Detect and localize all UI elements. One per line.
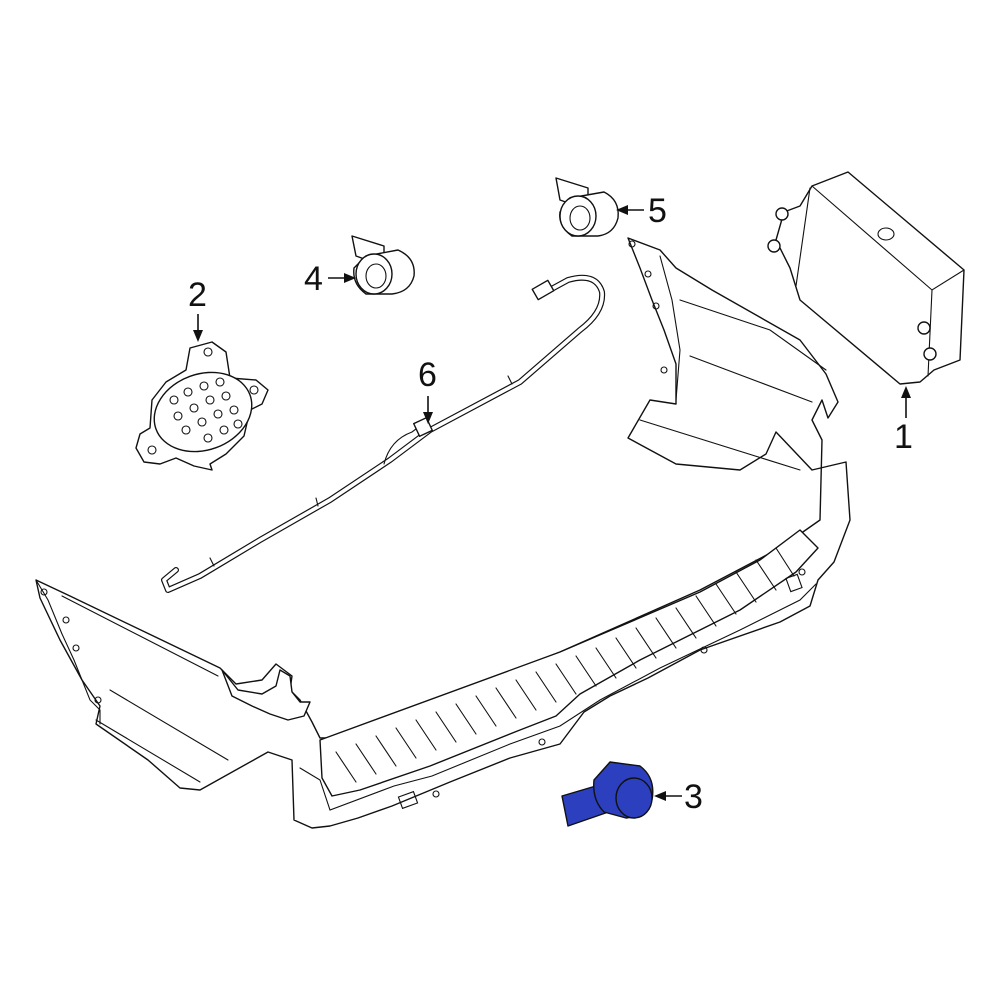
highlighted-parking-sensor (561, 761, 654, 827)
callout-5: 5 (616, 192, 667, 230)
callout-6: 6 (418, 356, 437, 424)
callout-label-1: 1 (894, 418, 913, 456)
parking-buzzer (135, 341, 269, 471)
callout-label-6: 6 (418, 356, 437, 394)
parking-sensor-left (351, 235, 415, 295)
callout-label-5: 5 (648, 192, 667, 230)
wiring-harness (161, 274, 606, 593)
callout-label-3: 3 (684, 778, 703, 816)
callout-2: 2 (188, 276, 207, 342)
callout-label-4: 4 (304, 260, 323, 298)
callout-3: 3 (654, 778, 703, 816)
rear-bumper (35, 237, 851, 829)
sensor-face (615, 777, 653, 819)
parking-sensor-right (555, 177, 619, 237)
step-pad-ribs (335, 547, 795, 783)
buzzer-grille (169, 377, 243, 443)
callout-label-2: 2 (188, 276, 207, 314)
callout-1: 1 (894, 386, 913, 456)
callout-4: 4 (304, 260, 356, 298)
parking-control-module (767, 171, 965, 385)
